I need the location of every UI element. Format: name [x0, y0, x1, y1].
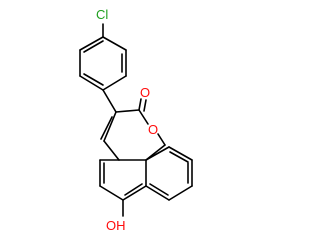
bond [103, 140, 120, 161]
structure-diagram: Cl O O OH [79, 7, 193, 233]
bond [122, 185, 147, 201]
bond-to-carbonyl-oxygen [143, 99, 147, 112]
double-bond-inner [169, 151, 189, 163]
bond [168, 146, 193, 161]
chlorophenyl-ring [79, 36, 127, 91]
bond-to-carbonyl-oxygen [138, 98, 142, 111]
bond [79, 75, 104, 91]
bond [157, 133, 166, 146]
bond [79, 36, 104, 51]
lactone-ring [100, 109, 166, 161]
bond [102, 89, 117, 113]
bond [103, 111, 117, 142]
double-bond-inner [124, 183, 143, 196]
bond [102, 36, 127, 51]
hydroxyl-label: OH [106, 218, 126, 233]
bond [145, 146, 170, 161]
carbonyl-oxygen-label: O [140, 85, 150, 100]
bond [102, 75, 127, 91]
naphthalene-right-ring [145, 146, 193, 201]
chlorine-label: Cl [96, 7, 108, 22]
double-bond-inner [83, 73, 104, 86]
naphthalene-left-ring [99, 159, 147, 201]
double-bond-inner [100, 116, 113, 140]
bond [115, 109, 140, 113]
double-bond-inner [149, 183, 169, 196]
bond [168, 185, 193, 201]
ring-oxygen-label: O [148, 122, 158, 137]
molecule-drawing: Cl O O OH [79, 7, 193, 233]
bond [99, 185, 124, 201]
bond [138, 109, 149, 125]
bond [145, 185, 170, 201]
double-bond-inner [83, 40, 104, 53]
